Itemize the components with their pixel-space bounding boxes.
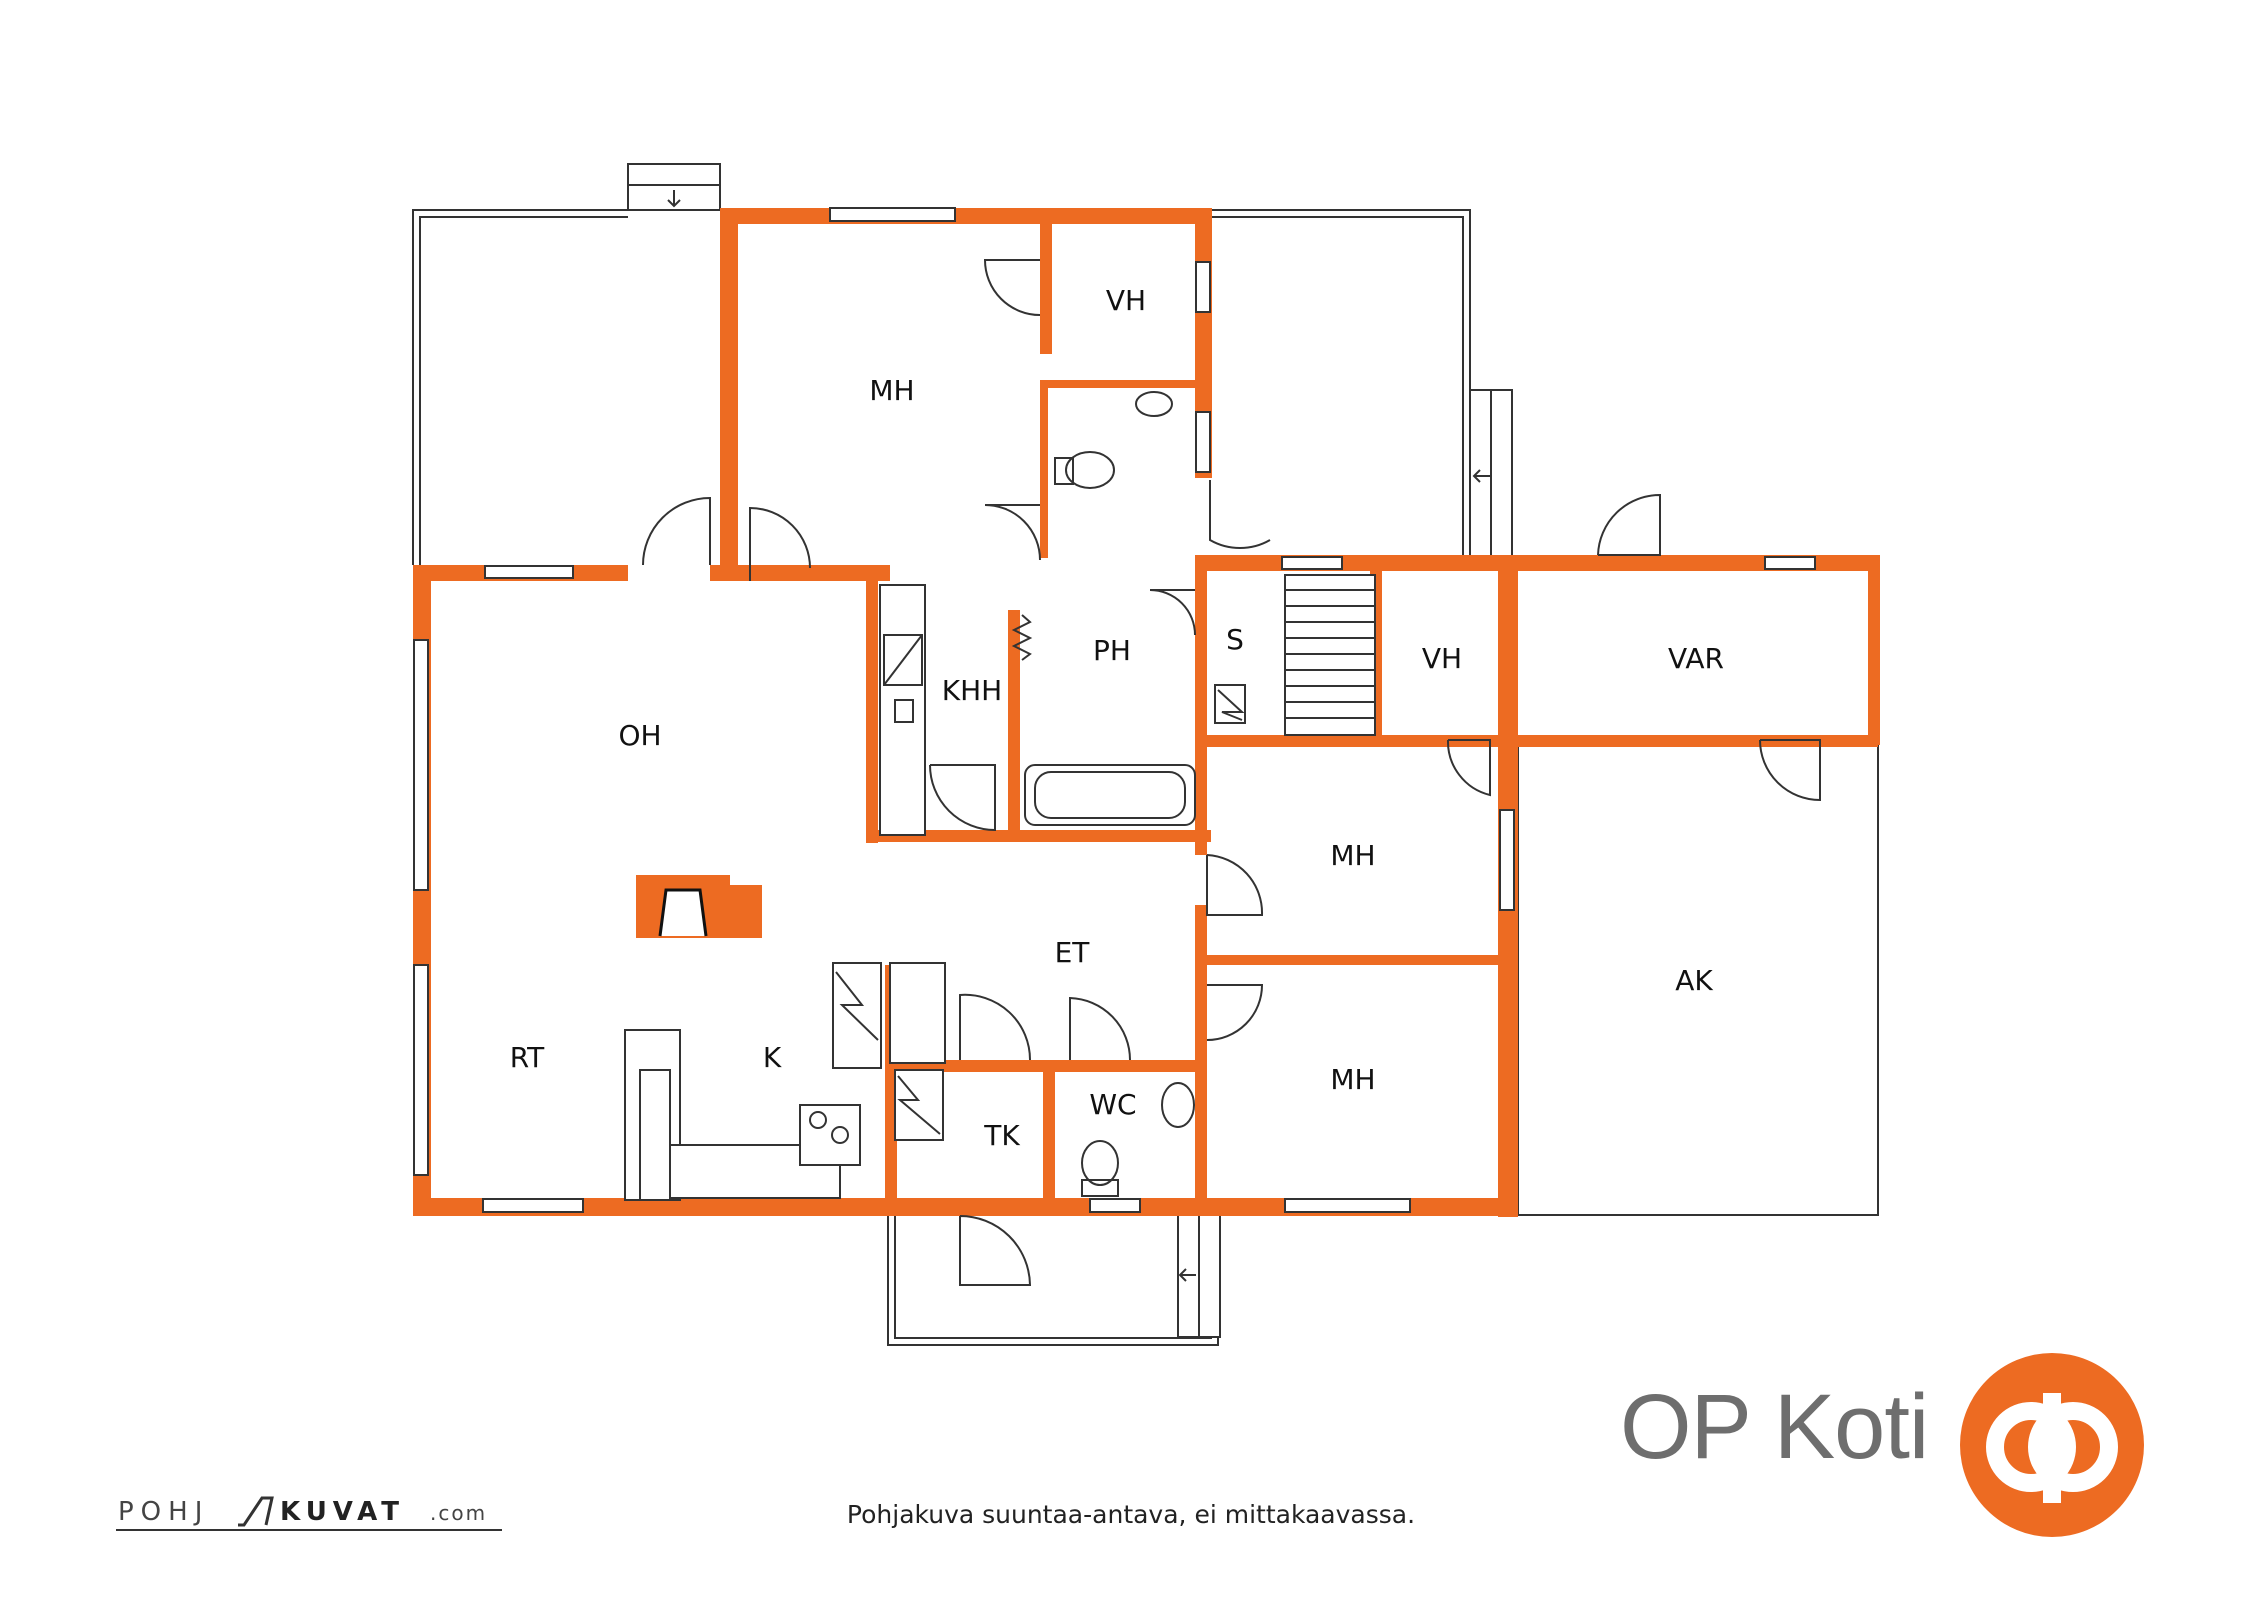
windows xyxy=(413,207,1816,1213)
room-label-mh-bottom: MH xyxy=(1330,1063,1375,1096)
room-label-mh-top: MH xyxy=(869,374,914,407)
pohjakuvat-logo: POHJ KUVAT .com xyxy=(116,1496,502,1531)
pohjakuvat-text-b: KUVAT xyxy=(280,1497,405,1527)
room-label-k: K xyxy=(763,1041,782,1074)
disclaimer-note: Pohjakuva suuntaa-antava, ei mittakaavas… xyxy=(846,1500,1416,1529)
room-label-et: ET xyxy=(1055,936,1091,969)
op-logo-icon xyxy=(1960,1353,2144,1537)
room-label-s: S xyxy=(1226,623,1244,656)
pohjakuvat-text-c: .com xyxy=(430,1501,487,1525)
room-label-mh-mid: MH xyxy=(1330,839,1375,872)
room-label-wc: WC xyxy=(1089,1088,1136,1121)
fixtures xyxy=(624,391,1376,1201)
doors xyxy=(642,259,1821,1286)
op-koti-title: OP Koti xyxy=(1620,1376,1929,1478)
room-label-tk: TK xyxy=(983,1119,1020,1152)
room-label-ak: AK xyxy=(1675,964,1713,997)
room-label-vh-top: VH xyxy=(1106,284,1146,317)
room-label-khh: KHH xyxy=(942,674,1002,707)
room-label-ph: PH xyxy=(1093,634,1131,667)
room-labels: MH VH OH KHH PH S VH VAR MH ET AK RT K T… xyxy=(510,284,1724,1152)
room-label-var: VAR xyxy=(1668,642,1724,675)
terrace-outlines xyxy=(412,163,1879,1346)
room-label-oh: OH xyxy=(618,719,661,752)
room-label-rt: RT xyxy=(510,1041,545,1074)
stairs xyxy=(1284,574,1376,736)
room-label-vh-right: VH xyxy=(1422,642,1462,675)
pohjakuvat-text-a: POHJ xyxy=(118,1497,209,1527)
